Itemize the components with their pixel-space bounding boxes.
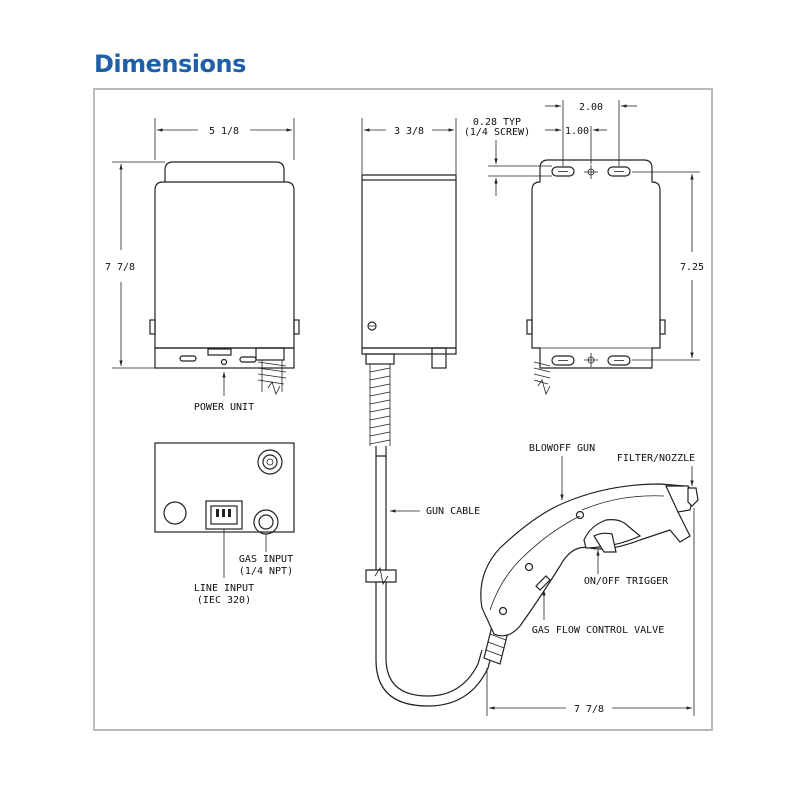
front-view: 5 1/8 7 7/8 POWER UNIT <box>105 118 300 413</box>
label-power-unit: POWER UNIT <box>194 402 254 413</box>
dim-front-height: 7 7/8 <box>105 262 135 273</box>
blowoff-gun-assembly: GUN CABLE BLOWOFF GUN FILTER/NOZZLE ON/O… <box>365 443 699 716</box>
label-gas-valve: GAS FLOW CONTROL VALVE <box>532 625 664 636</box>
label-gas-input-npt: (1/4 NPT) <box>239 566 293 577</box>
dim-back-vertical: 7.25 <box>680 262 704 273</box>
label-blowoff-gun: BLOWOFF GUN <box>529 443 595 454</box>
dim-side-depth: 3 3/8 <box>394 126 424 137</box>
label-line-input: LINE INPUT <box>194 583 254 594</box>
label-line-input-std: (IEC 320) <box>197 595 251 606</box>
label-gas-input: GAS INPUT <box>239 554 293 565</box>
dim-gun-length: 7 7/8 <box>574 704 604 715</box>
label-trigger: ON/OFF TRIGGER <box>584 576 669 587</box>
dim-screw-typ: 0.28 TYP <box>473 117 521 128</box>
dim-hole-spacing: 2.00 <box>579 102 603 113</box>
label-gun-cable: GUN CABLE <box>426 506 480 517</box>
diagram-frame <box>93 88 713 731</box>
label-filter-nozzle: FILTER/NOZZLE <box>617 453 695 464</box>
dim-front-width: 5 1/8 <box>209 126 239 137</box>
side-view: 3 3/8 <box>361 118 457 457</box>
back-view: 2.00 1.00 0.28 TYP (1/4 SCREW) 7.25 <box>464 100 704 396</box>
connector-panel: LINE INPUT (IEC 320) GAS INPUT (1/4 NPT) <box>154 442 295 606</box>
dim-center-offset: 1.00 <box>565 126 589 137</box>
dim-screw-note: (1/4 SCREW) <box>464 127 530 138</box>
page-title: Dimensions <box>94 50 246 78</box>
